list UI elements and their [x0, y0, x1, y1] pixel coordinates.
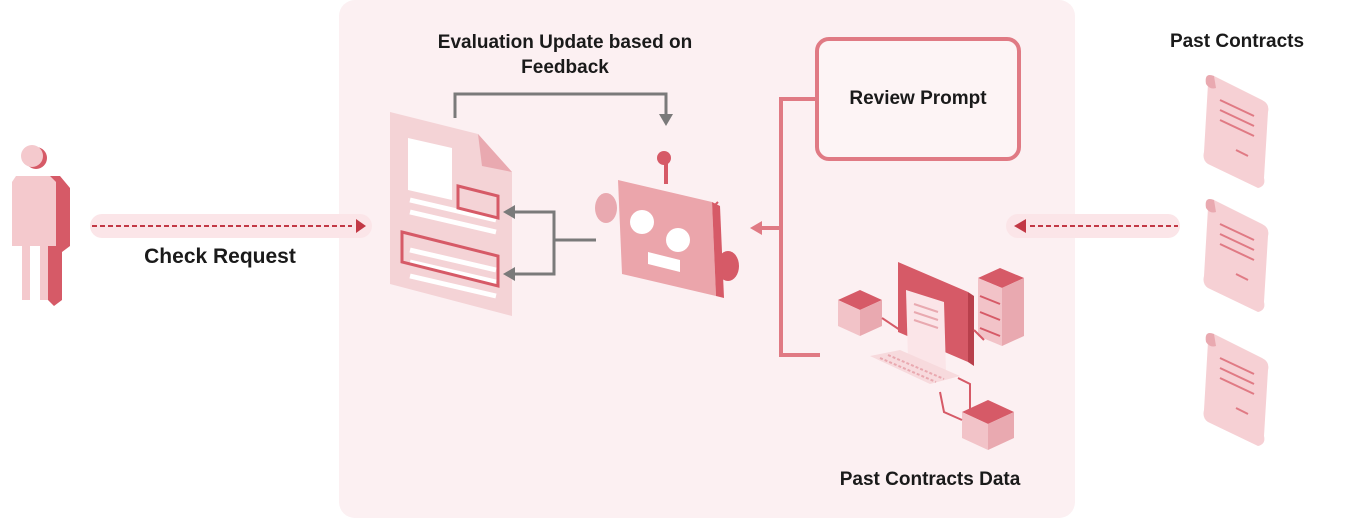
- document-icon: [390, 112, 512, 316]
- computer-database-icon: [838, 262, 1024, 450]
- user-icon: [12, 145, 70, 306]
- past-contracts-arrow: [1006, 214, 1180, 238]
- past-contracts-label: Past Contracts: [1169, 31, 1305, 52]
- contract-scroll-icon: [1203, 199, 1269, 312]
- prompt-data-connector: [750, 97, 820, 357]
- robot-icon: [595, 151, 739, 298]
- review-prompt-box: Review Prompt: [815, 37, 1021, 161]
- contract-scroll-icon: [1203, 75, 1269, 188]
- evaluation-update-label: Evaluation Update based on Feedback: [437, 32, 693, 78]
- check-request-arrow: [90, 214, 372, 238]
- review-prompt-label: Review Prompt: [849, 88, 987, 109]
- contract-scroll-icon: [1203, 333, 1269, 446]
- check-request-label: Check Request: [144, 245, 296, 268]
- feedback-loop-connector: [453, 92, 673, 126]
- past-contracts-data-label: Past Contracts Data: [839, 469, 1021, 490]
- robot-to-document-connector: [503, 205, 596, 281]
